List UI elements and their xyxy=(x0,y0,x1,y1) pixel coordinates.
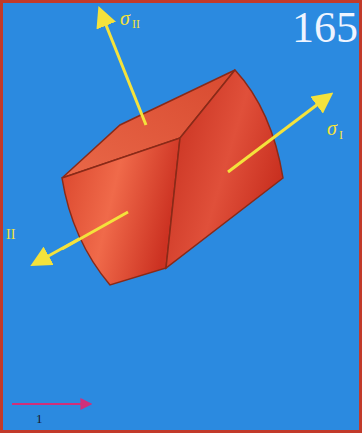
stress-arrow xyxy=(62,212,128,249)
cube-left-face xyxy=(62,138,180,285)
stress-subscript: II xyxy=(6,228,15,242)
stress-symbol: σ xyxy=(120,8,130,28)
axis-label: 1 xyxy=(36,412,43,425)
stress-symbol: σ xyxy=(327,118,337,138)
stress-subscript: I xyxy=(339,129,343,141)
stress-subscript: II xyxy=(132,18,140,30)
cube-right-face xyxy=(166,70,283,268)
page-number: 165 xyxy=(292,6,358,50)
axis-arrow xyxy=(12,403,90,405)
stress-arrow xyxy=(228,95,330,172)
